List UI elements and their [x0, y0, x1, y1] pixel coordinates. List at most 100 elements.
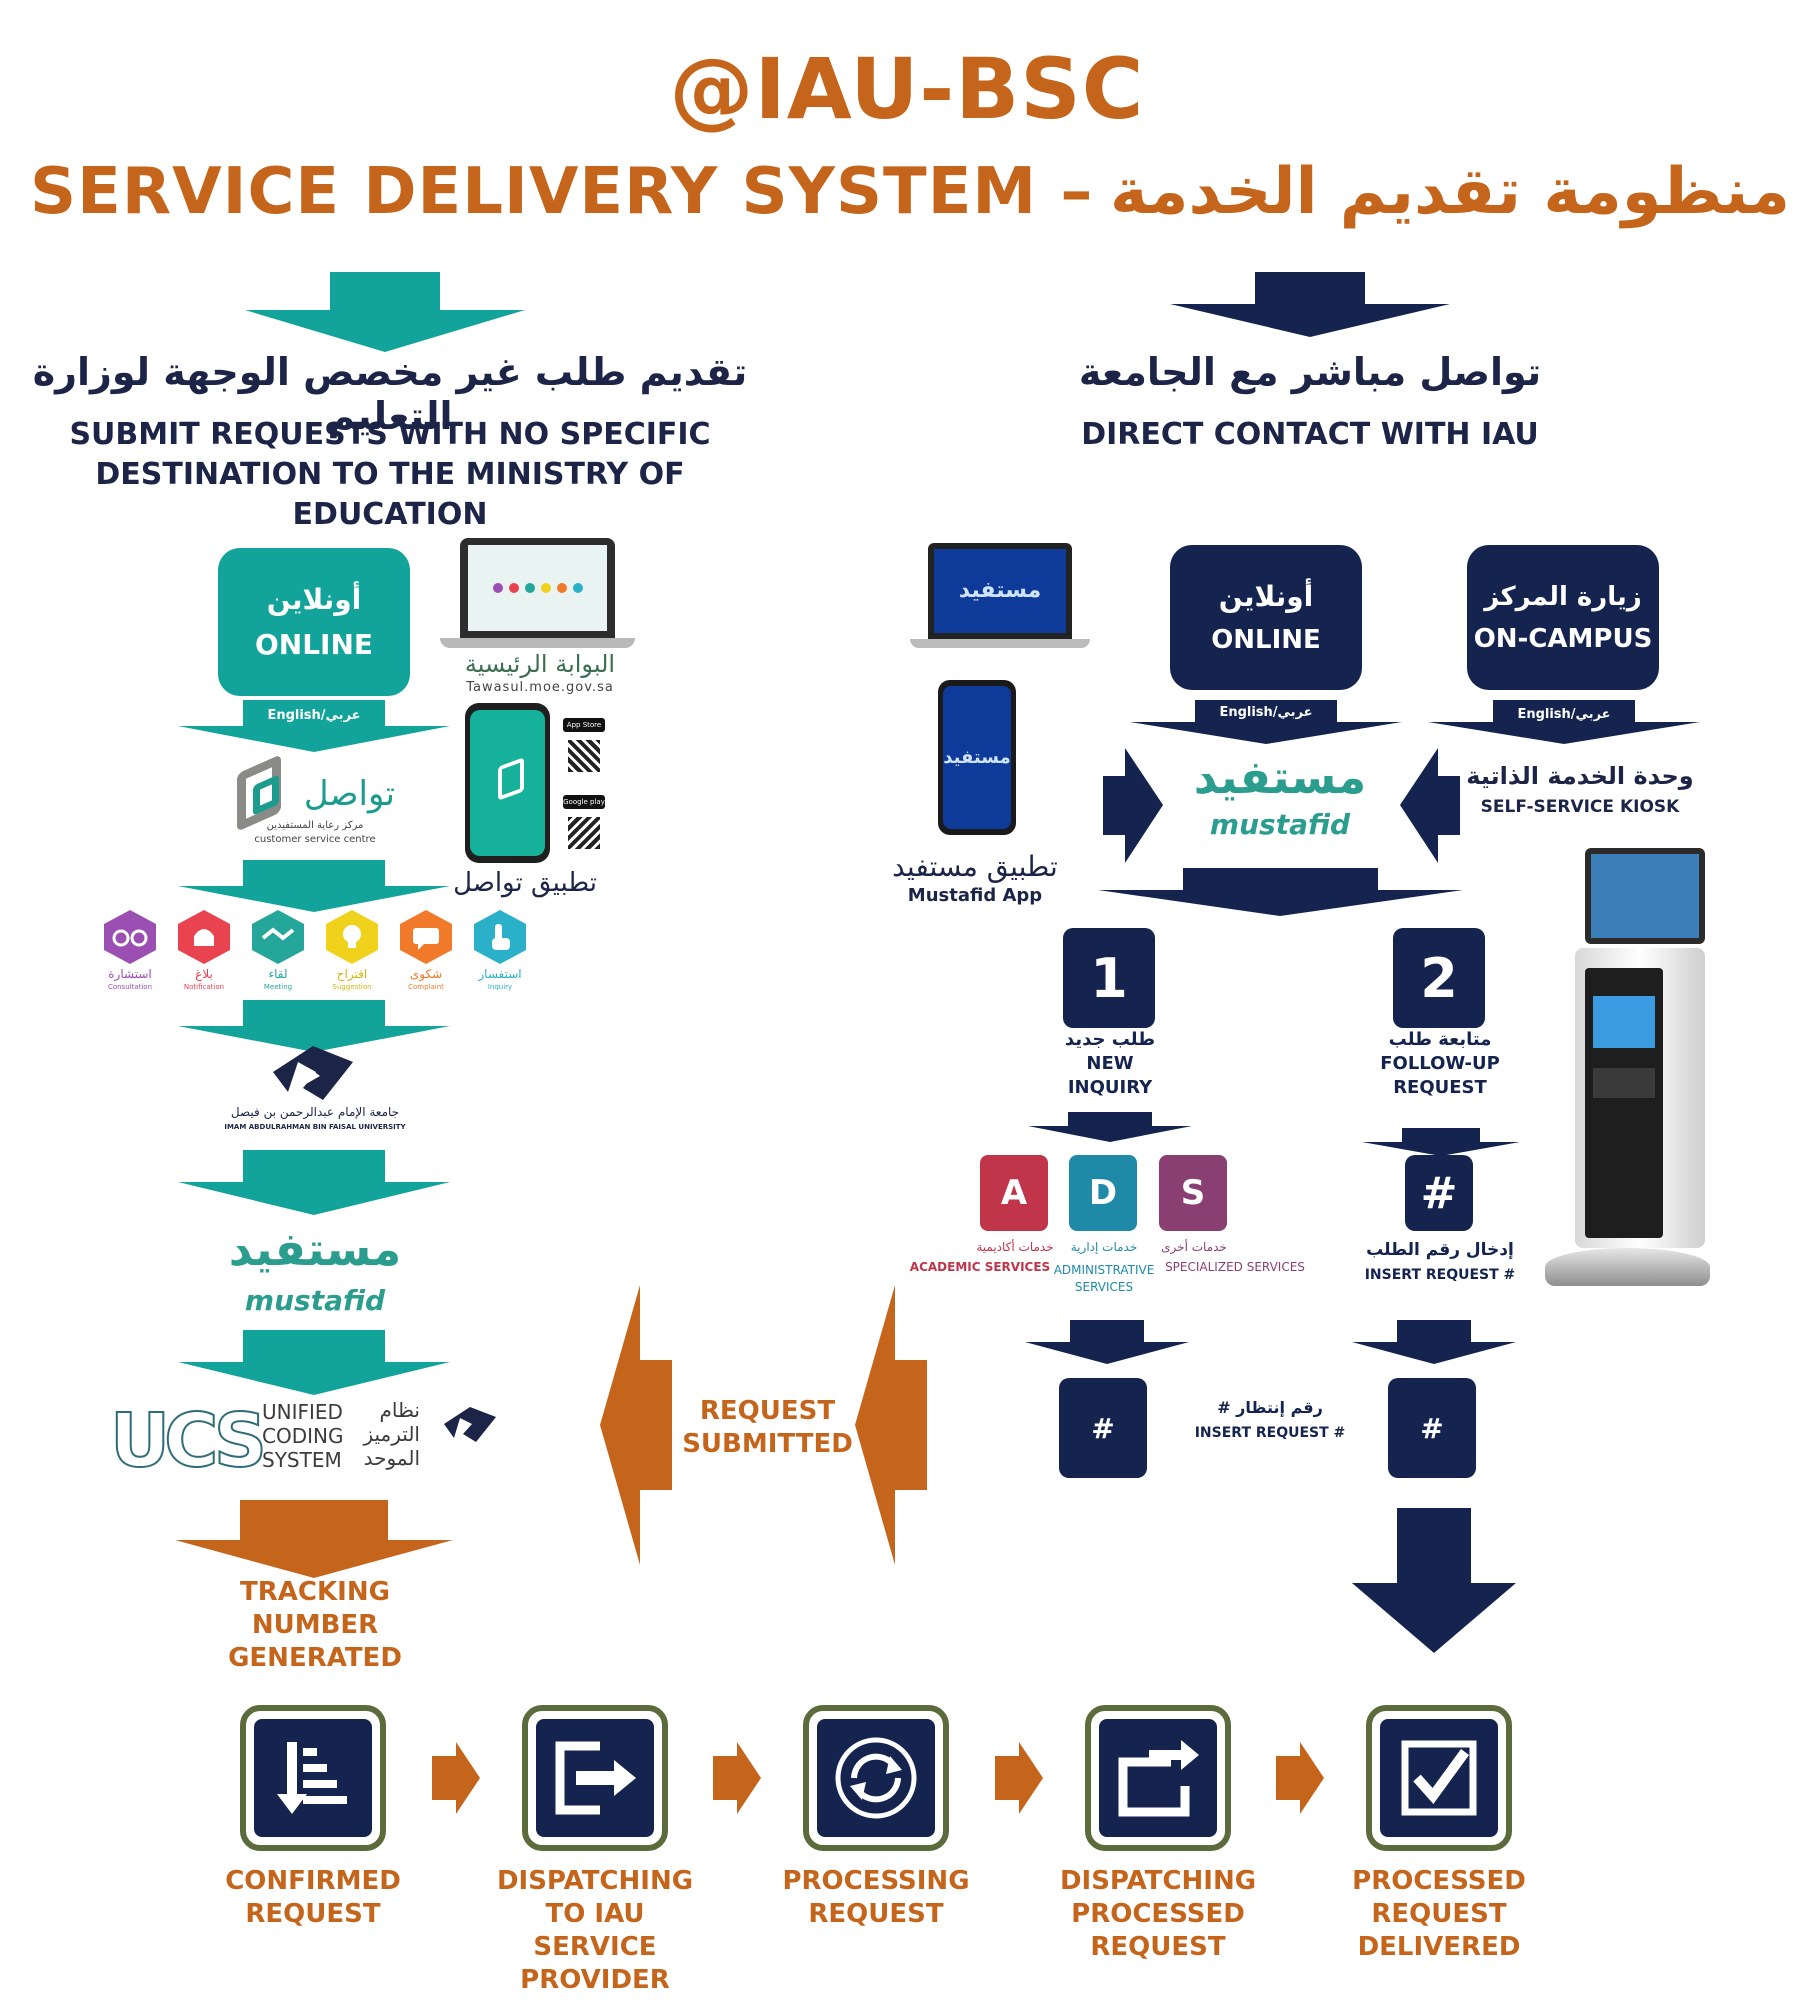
left-arrow-5: [178, 1330, 450, 1395]
chat-icon: [400, 910, 452, 964]
right-online-box[interactable]: أونلاين ONLINE: [1170, 545, 1362, 690]
specialized-services-tile[interactable]: S: [1159, 1155, 1227, 1231]
left-arrow-4: [178, 1150, 450, 1215]
page-title-en: SERVICE DELIVERY SYSTEM –: [30, 155, 1094, 229]
administrative-services-en: ADMINISTRATIVE SERVICES: [1053, 1263, 1155, 1294]
lightbulb-icon: [326, 910, 378, 964]
refresh-cycle-icon: [835, 1737, 917, 1819]
left-lang-label[interactable]: English/عربي: [267, 708, 361, 723]
kiosk-label-en: SELF-SERVICE KIOSK: [1480, 797, 1680, 817]
mustafid-app-en: Mustafid App: [907, 885, 1043, 906]
right-lang-label-campus[interactable]: English/عربي: [1517, 707, 1611, 722]
step-processed-delivered: [1366, 1705, 1512, 1851]
follow-up-label[interactable]: متابعة طلب FOLLOW-UP REQUEST: [1380, 1029, 1500, 1098]
iau-name-en: IMAM ABDULRAHMAN BIN FAISAL UNIVERSITY: [224, 1123, 406, 1131]
self-service-kiosk[interactable]: [1545, 848, 1715, 1308]
iau-name-ar: جامعة الإمام عبدالرحمن بن فيصل: [230, 1105, 400, 1119]
step-confirmed-request: [240, 1705, 386, 1851]
iau-logo-icon: [444, 1407, 496, 1442]
page-handle: @IAU-BSC: [669, 40, 1145, 138]
left-heading-en: SUBMIT REQUESTS WITH NO SPECIFIC DESTINA…: [69, 417, 711, 532]
mustafid-logo-en: mustafid: [244, 1284, 386, 1317]
tracking-down-arrow: [175, 1500, 453, 1578]
left-arrow-2: [178, 860, 450, 912]
waiting-number-ar: رقم إنتظار #: [1217, 1398, 1323, 1417]
step-dispatching-processed: [1085, 1705, 1231, 1851]
services-down-arrow: [1025, 1320, 1189, 1364]
category-notification[interactable]: بلاغ Notification: [174, 908, 234, 1000]
tawasul-logo: تواصل مركز رعاية المستفيدين customer ser…: [235, 754, 395, 853]
portal-url[interactable]: Tawasul.moe.gov.sa: [466, 680, 614, 695]
insert-down-arrow: [1352, 1320, 1516, 1364]
mustafid-logo-right-en: mustafid: [1209, 808, 1351, 841]
request-submitted-label: REQUEST SUBMITTED: [682, 1396, 853, 1459]
arrow-left-into-mustafid: [1400, 748, 1460, 863]
iau-logo-icon: [273, 1046, 353, 1100]
tawasul-phone: [465, 703, 550, 863]
category-consultation[interactable]: استشارة Consultation: [100, 908, 160, 1000]
category-meeting[interactable]: لقاء Meeting: [248, 908, 308, 1000]
qr-code-icon: [568, 740, 600, 772]
glasses-icon: [104, 910, 156, 964]
step-arrow-1: [432, 1742, 480, 1814]
follow-up-arrow: [1362, 1128, 1520, 1156]
step-processing-request: [803, 1705, 949, 1851]
left-heading-ar: تقديم طلب غير مخصص الوجهة لوزارة التعليم: [32, 350, 748, 438]
hand-icon: [474, 910, 526, 964]
mustafid-app-ar: تطبيق مستفيد: [892, 850, 1058, 883]
specialized-services-ar: خدمات أخرى: [1161, 1240, 1227, 1254]
right-down-arrow: [1170, 272, 1450, 337]
page-title-ar: منظومة تقديم الخدمة: [1110, 155, 1790, 229]
mustafid-down-arrow: [1098, 868, 1463, 916]
academic-services-en: ACADEMIC SERVICES: [909, 1260, 1051, 1274]
category-suggestion[interactable]: اقتراح Suggestion: [322, 908, 382, 1000]
new-inquiry-arrow: [1028, 1112, 1192, 1142]
on-campus-box[interactable]: زيارة المركز ON-CAMPUS: [1467, 545, 1659, 690]
handshake-icon: [252, 910, 304, 964]
waiting-number-en: INSERT REQUEST #: [1194, 1425, 1346, 1441]
qr-code-icon: [568, 817, 600, 849]
waiting-number-tile-1: #: [1059, 1378, 1147, 1478]
mustafid-logo-ar: مستفيد: [228, 1222, 402, 1276]
tawasul-app-label: تطبيق تواصل: [453, 868, 597, 898]
alarm-icon: [178, 910, 230, 964]
new-inquiry-label[interactable]: طلب جديد NEW INQUIRY: [1064, 1029, 1156, 1098]
ucs-logo: UCS UNIFIED CODING SYSTEM نظام الترميز ا…: [109, 1397, 530, 1485]
step-dispatching-provider: [522, 1705, 668, 1851]
left-down-arrow: [245, 272, 525, 352]
kiosk-label-ar: وحدة الخدمة الذاتية: [1466, 762, 1694, 790]
google-play-badge[interactable]: Google play: [563, 795, 605, 809]
checkbox-icon: [1401, 1740, 1477, 1816]
category-inquiry[interactable]: استفسار Inquiry: [470, 908, 530, 1000]
administrative-services-tile[interactable]: D: [1069, 1155, 1137, 1231]
insert-request-ar: إدخال رقم الطلب: [1366, 1240, 1514, 1260]
mustafid-logo-right-ar: مستفيد: [1193, 750, 1367, 804]
academic-services-tile[interactable]: A: [980, 1155, 1048, 1231]
export-arrow-icon: [1118, 1740, 1199, 1817]
ucs-letters: UCS: [109, 1397, 268, 1485]
step-arrow-2: [713, 1742, 761, 1814]
delivery-down-arrow: [1352, 1508, 1516, 1653]
dispatch-out-icon: [555, 1741, 636, 1815]
request-left-arrow-1: [600, 1285, 672, 1565]
right-lang-bar-online: [1130, 700, 1402, 744]
insert-request-tile[interactable]: #: [1405, 1155, 1473, 1231]
step-arrow-3: [995, 1742, 1043, 1814]
category-row: استشارة Consultation بلاغ Notification ل…: [100, 908, 530, 1000]
right-heading-en: DIRECT CONTACT WITH IAU: [1081, 417, 1539, 452]
waiting-number-tile-2: #: [1388, 1378, 1476, 1478]
category-complaint[interactable]: شكوى Complaint: [396, 908, 456, 1000]
app-store-badge[interactable]: App Store: [563, 718, 605, 732]
left-online-box[interactable]: أونلاين ONLINE: [218, 548, 410, 696]
portal-laptop: [440, 538, 635, 673]
right-lang-bar-campus: [1428, 700, 1700, 744]
left-arrow-3: [178, 1000, 450, 1052]
right-lang-label-online[interactable]: English/عربي: [1219, 705, 1313, 720]
specialized-services-en: SPECIALIZED SERVICES: [1165, 1260, 1305, 1274]
administrative-services-ar: خدمات إدارية: [1070, 1240, 1138, 1254]
follow-up-number: 2: [1393, 928, 1485, 1028]
